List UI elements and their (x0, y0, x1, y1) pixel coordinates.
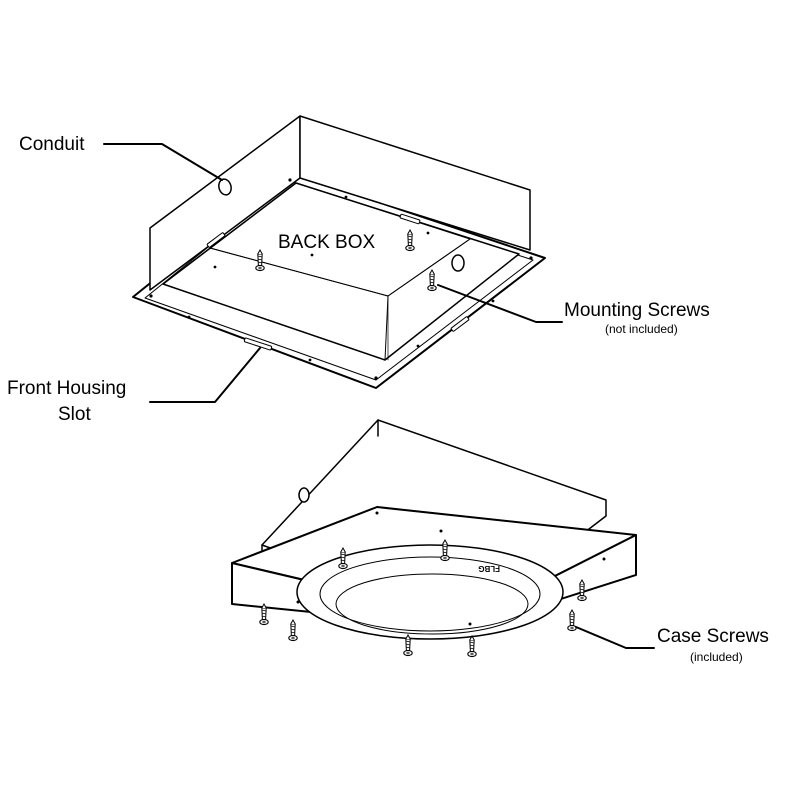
front-housing-illustration: FLBG (231, 419, 637, 658)
front-housing-slot-label-line1: Front Housing (7, 378, 126, 399)
back-box-illustration (132, 115, 546, 389)
grille-ring (296, 544, 564, 640)
case-screws-leader (575, 626, 655, 649)
mounting-screws-label: Mounting Screws (564, 300, 710, 321)
knockout-hole-icon (298, 487, 310, 503)
screw-icon (567, 609, 577, 632)
grille-bezel (319, 556, 541, 632)
mounting-screws-note: (not included) (605, 322, 678, 336)
back-box-back-wall (299, 115, 531, 251)
case-screws-label: Case Screws (657, 626, 769, 647)
callout-leaders (103, 143, 655, 649)
back-box-label: BACK BOX (278, 232, 375, 253)
case-screws-note: (included) (690, 650, 743, 664)
front-housing-slot-rear (399, 213, 421, 225)
knockout-hole-icon (451, 254, 465, 272)
speaker-grille (335, 573, 529, 635)
screw-icon (288, 619, 298, 642)
conduit-label: Conduit (19, 134, 85, 155)
front-housing-slot (243, 337, 273, 351)
mounting-screws-leader (437, 284, 563, 323)
front-housing-slot-label-line2: Slot (58, 404, 91, 425)
conduit-leader (103, 143, 223, 181)
front-housing-slot-right (450, 316, 470, 332)
grille-logo: FLBG (478, 564, 500, 573)
screw-icon (467, 635, 477, 658)
front-housing-slot-left (206, 232, 226, 248)
front-housing-slot-leader (149, 347, 261, 403)
knockout-hole-icon (218, 178, 232, 196)
